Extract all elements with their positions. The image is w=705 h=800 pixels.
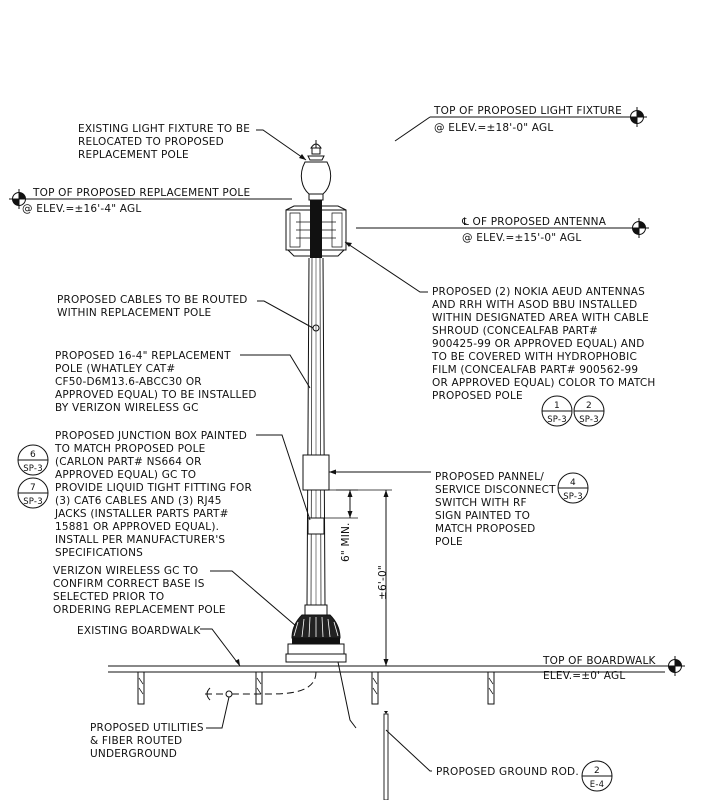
note-line: APPROVED EQUAL) GC TO	[55, 469, 196, 481]
label-top-replacement-pole: TOP OF PROPOSED REPLACEMENT POLE	[32, 187, 250, 199]
detail-callout-2: 2 SP-3	[573, 395, 605, 427]
note-line: 15881 OR APPROVED EQUAL).	[55, 521, 219, 533]
note-line: INSTALL PER MANUFACTURER'S	[55, 534, 225, 546]
note-line: TO BE COVERED WITH HYDROPHOBIC	[431, 351, 637, 363]
callout-sheet: E-4	[590, 780, 604, 790]
note-line: PROPOSED UTILITIES	[90, 722, 204, 734]
elevation-marker-boardwalk	[665, 656, 685, 676]
dimension-6in-min: 6" MIN.	[324, 489, 358, 562]
note-line: WITHIN REPLACEMENT POLE	[57, 307, 211, 319]
elevation-marker-antenna	[629, 218, 649, 238]
existing-fixture-note: EXISTING LIGHT FIXTURE TO BE RELOCATED T…	[78, 123, 307, 161]
dimension-label: 6" MIN.	[340, 522, 352, 562]
note-line: REPLACEMENT POLE	[78, 149, 189, 161]
ground-rod: PROPOSED GROUND ROD.	[337, 661, 579, 800]
detail-callout-6: 6 SP-3	[17, 444, 49, 476]
note-line: CF50-D6M13.6-ABCC30 OR	[55, 376, 202, 388]
service-disconnect-panel	[302, 454, 330, 491]
junction-box	[307, 517, 325, 535]
note-line: 900425-99 OR APPROVED EQUAL) AND	[432, 338, 645, 350]
note-line: SHROUD (CONCEALFAB PART#	[432, 325, 598, 337]
pole-note: PROPOSED 16-4" REPLACEMENT POLE (WHATLEY…	[55, 350, 311, 414]
label-antenna-center-elev: @ ELEV.=±15'-0" AGL	[462, 232, 581, 244]
label-top-boardwalk-elev: ELEV.=±0' AGL	[543, 670, 625, 682]
callout-number: 2	[594, 766, 600, 776]
note-line: POLE (WHATLEY CAT#	[55, 363, 175, 375]
note-line: BY VERIZON WIRELESS GC	[55, 402, 199, 414]
callout-number: 6	[30, 450, 36, 460]
note-line: JACKS (INSTALLER PARTS PART#	[54, 508, 229, 520]
note-line: OR APPROVED EQUAL) COLOR TO MATCH	[432, 377, 655, 389]
note-line: MATCH PROPOSED	[435, 523, 535, 535]
note-line: PROPOSED JUNCTION BOX PAINTED	[55, 430, 247, 442]
note-line: POLE	[435, 536, 463, 548]
note-line: TO MATCH PROPOSED POLE	[54, 443, 206, 455]
note-line: FILM (CONCEALFAB PART# 900562-99	[432, 364, 638, 376]
elevation-marker-light-fixture	[627, 107, 647, 127]
note-line: CONFIRM CORRECT BASE IS	[53, 578, 205, 590]
dimension-label: ±6'-0"	[377, 565, 389, 600]
boardwalk: TOP OF BOARDWALK ELEV.=±0' AGL EXISTING …	[77, 625, 665, 705]
note-line: SELECTED PRIOR TO	[53, 591, 164, 603]
replacement-pole	[285, 140, 347, 663]
note-line: AND RRH WITH ASOD BBU INSTALLED	[432, 299, 637, 311]
detail-callout-ground: 2 E-4	[581, 760, 613, 792]
antennas-note: PROPOSED (2) NOKIA AEUD ANTENNAS AND RRH…	[344, 241, 655, 402]
note-line: RELOCATED TO PROPOSED	[78, 136, 224, 148]
cables-note: PROPOSED CABLES TO BE ROUTED WITHIN REPL…	[57, 294, 314, 329]
callout-sheet: SP-3	[563, 492, 583, 502]
junction-note: PROPOSED JUNCTION BOX PAINTED TO MATCH P…	[54, 430, 311, 559]
antenna-center-leader: ℄ OF PROPOSED ANTENNA @ ELEV.=±15'-0" AG…	[356, 216, 629, 244]
label-top-light-fixture-elev: @ ELEV.=±18'-0" AGL	[434, 122, 553, 134]
note-line: PROPOSED (2) NOKIA AEUD ANTENNAS	[432, 286, 645, 298]
callout-sheet: SP-3	[547, 415, 567, 425]
label-top-boardwalk: TOP OF BOARDWALK	[542, 655, 656, 667]
note-line: PROPOSED 16-4" REPLACEMENT	[55, 350, 231, 362]
note-line: PROPOSED PANNEL/	[435, 471, 544, 483]
callout-number: 7	[30, 483, 36, 493]
label-ground-rod: PROPOSED GROUND ROD.	[436, 766, 579, 778]
detail-callout-4: 4 SP-3	[557, 472, 589, 504]
detail-callout-7: 7 SP-3	[17, 477, 49, 509]
elevation-marker-replacement-pole	[9, 189, 29, 209]
light-fixture-elevation-leader: TOP OF PROPOSED LIGHT FIXTURE @ ELEV.=±1…	[394, 105, 627, 142]
note-line: PROPOSED POLE	[432, 390, 523, 402]
note-line: SWITCH WITH RF	[435, 497, 527, 509]
ornamental-base	[285, 604, 347, 663]
note-line: UNDERGROUND	[90, 748, 177, 760]
panel-note: PROPOSED PANNEL/ SERVICE DISCONNECT SWIT…	[329, 469, 556, 548]
label-top-light-fixture: TOP OF PROPOSED LIGHT FIXTURE	[433, 105, 622, 117]
note-line: SPECIFICATIONS	[55, 547, 143, 559]
callout-sheet: SP-3	[23, 464, 43, 474]
base-note: VERIZON WIRELESS GC TO CONFIRM CORRECT B…	[53, 565, 297, 627]
callout-sheet: SP-3	[23, 497, 43, 507]
callout-number: 4	[570, 478, 576, 488]
dimension-6ft: ±6'-0"	[336, 489, 392, 666]
note-line: (3) CAT6 CABLES AND (3) RJ45	[55, 495, 222, 507]
note-line: & FIBER ROUTED	[90, 735, 182, 747]
label-existing-boardwalk: EXISTING BOARDWALK	[77, 625, 201, 637]
callout-number: 2	[586, 401, 592, 411]
lamp-globe	[300, 161, 332, 195]
callout-number: 1	[554, 401, 560, 411]
callout-sheet: SP-3	[579, 415, 599, 425]
label-antenna-center: ℄ OF PROPOSED ANTENNA	[461, 216, 607, 228]
note-line: SERVICE DISCONNECT	[435, 484, 556, 496]
note-line: APPROVED EQUAL) TO BE INSTALLED	[55, 389, 257, 401]
detail-callout-1: 1 SP-3	[541, 395, 573, 427]
note-line: ORDERING REPLACEMENT POLE	[53, 604, 226, 616]
note-line: VERIZON WIRELESS GC TO	[53, 565, 198, 577]
note-line: EXISTING LIGHT FIXTURE TO BE	[78, 123, 250, 135]
note-line: (CARLON PART# NS664 OR	[55, 456, 202, 468]
note-line: SIGN PAINTED TO	[435, 510, 530, 522]
note-line: PROPOSED CABLES TO BE ROUTED	[57, 294, 248, 306]
underground-utilities: PROPOSED UTILITIES & FIBER ROUTED UNDERG…	[90, 671, 317, 760]
note-line: PROVIDE LIQUID TIGHT FITTING FOR	[55, 482, 252, 494]
label-top-replacement-pole-elev: @ ELEV.=±16'-4" AGL	[22, 203, 141, 215]
note-line: WITHIN DESIGNATED AREA WITH CABLE	[432, 312, 649, 324]
replacement-pole-elevation-leader: TOP OF PROPOSED REPLACEMENT POLE @ ELEV.…	[22, 187, 292, 215]
